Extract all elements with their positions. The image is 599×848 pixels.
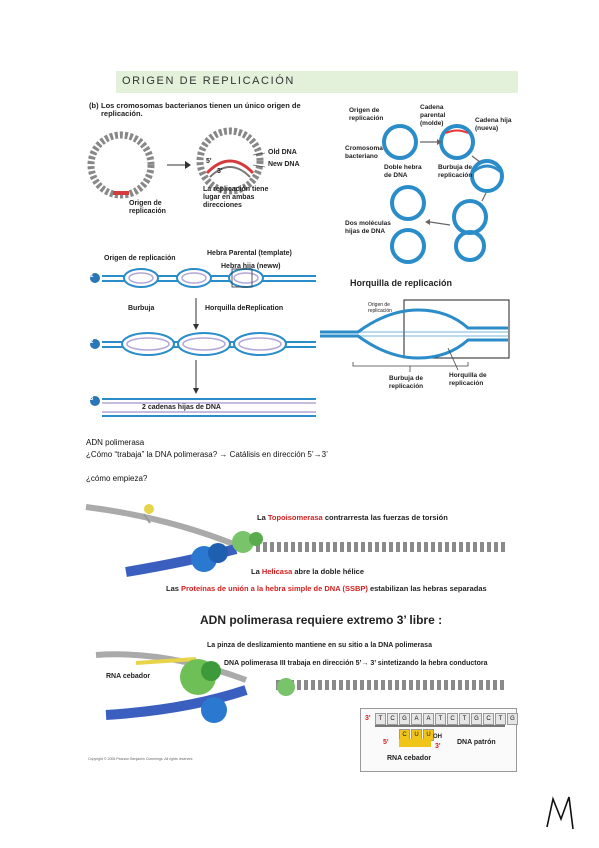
section-header: ORIGEN DE REPLICACIÓN — [116, 71, 518, 93]
base-8: G — [471, 713, 482, 725]
steps-daughter-label: Hebra hija (neww) — [221, 263, 281, 270]
fork-bubble-label: Burbuja de replicación — [388, 375, 424, 390]
topoisomerase-label: La Topoisomerasa contrarresta las fuerza… — [257, 514, 448, 522]
base-9: C — [483, 713, 494, 725]
cycle-two-molecules-label: Dos moléculas hijas de DNA — [345, 220, 391, 235]
cycle-origin-label: Origen de replicación — [349, 107, 384, 122]
step-2-number: 2 — [90, 339, 94, 345]
helicase-name: Helicasa — [261, 567, 293, 576]
new-dna-label: New DNA — [268, 161, 300, 168]
replication-steps-diagram — [90, 268, 316, 417]
helicase-post: abre la doble hélice — [292, 567, 364, 576]
template-backbone — [375, 725, 505, 727]
base-11: G — [507, 713, 518, 725]
topoisomerase-name: Topoisomerasa — [267, 513, 323, 522]
oh-label: OH — [433, 734, 442, 740]
steps-bubble-label: Burbuja — [128, 305, 155, 312]
base-0: T — [375, 713, 386, 725]
seq-bottom-5-end: 5' — [383, 739, 389, 746]
polymerase-diagram — [95, 651, 506, 723]
steps-fork-label: Horquilla deReplication — [205, 305, 284, 312]
fork-origin-label: Origen de replicación — [368, 302, 392, 314]
template-label: DNA patrón — [457, 739, 496, 746]
base-5: T — [435, 713, 446, 725]
circular-chromosome-diagram — [87, 127, 266, 199]
helicase-pre: La — [251, 567, 262, 576]
copyright-notice: Copyright © 2006 Pearson Benjamin Cummin… — [88, 757, 194, 761]
start-question: ¿cómo empieza? — [86, 474, 148, 483]
cycle-daughter-label: Cadena hija (nueva) — [475, 117, 512, 132]
cycle-double-strand-label: Doble hebra de DNA — [384, 164, 422, 179]
step-3-number: 3 — [90, 396, 94, 402]
polymerase-question: ¿Cómo “trabaja” la DNA polimerasa? → Cat… — [86, 450, 328, 459]
three-prime-label: 3' — [217, 168, 223, 175]
seq-bottom-3-end: 3' — [435, 743, 441, 750]
polymerase-figure-title: ADN polimerasa requiere extremo 3’ libre… — [200, 613, 443, 627]
fig-b-bidirectional-label: La replicación tiene lugar en ambas dire… — [203, 186, 269, 209]
base-10: T — [495, 713, 506, 725]
old-dna-label: Old DNA — [268, 149, 297, 156]
polymerase-heading: ADN polimerasa — [86, 438, 145, 447]
primer-label: RNA cebador — [106, 673, 151, 680]
helicase-label: La Helicasa abre la doble hélice — [251, 568, 364, 576]
replication-fork-diagram — [320, 299, 510, 372]
signature-mark — [546, 796, 574, 830]
pol3-label: DNA polimerasa III trabaja en dirección … — [224, 660, 488, 667]
section-title: ORIGEN DE REPLICACIÓN — [122, 75, 295, 87]
fork-fork-label: Horquilla de replicación — [449, 372, 487, 387]
ssbp-pre: Las — [166, 584, 182, 593]
primer-bar — [399, 739, 431, 747]
base-6: C — [447, 713, 458, 725]
topoisomerase-pre: La — [257, 513, 268, 522]
step-1-number: 1 — [90, 273, 94, 279]
steps-parental-label: Hebra Parental (template) — [207, 250, 292, 257]
cycle-bubble-label: Burbuja de replicación — [438, 164, 473, 179]
clamp-label: La pinza de deslizamiento mantiene en su… — [207, 642, 432, 649]
fig-b-label: (b) — [89, 101, 99, 110]
cycle-chromosome-label: Cromosoma bacteriano — [345, 145, 383, 160]
base-3: A — [411, 713, 422, 725]
base-7: T — [459, 713, 470, 725]
fork-title: Horquilla de replicación — [350, 278, 453, 288]
primer2-label: RNA cebador — [387, 755, 432, 762]
five-prime-label: 5' — [206, 158, 212, 165]
ssbp-name: Proteínas de unión a la hebra simple de … — [181, 584, 368, 593]
base-2: G — [399, 713, 410, 725]
ssbp-label: Las Proteínas de unión a la hebra simple… — [166, 585, 487, 593]
steps-result-label: 2 cadenas hijas de DNA — [142, 404, 221, 411]
ssbp-post: estabilizan las hebras separadas — [367, 584, 487, 593]
replication-cycle-diagram — [382, 124, 504, 264]
fig-b-caption: Los cromosomas bacterianos tienen un úni… — [101, 101, 301, 118]
replication-proteins-diagram — [85, 504, 506, 577]
fig-b-origin-label: Origen de replicación — [129, 200, 166, 215]
topoisomerase-post: contrarresta las fuerzas de torsión — [322, 513, 448, 522]
cycle-parental-label: Cadena parental (molde) — [420, 104, 446, 127]
seq-top-3-end: 3' — [365, 715, 371, 722]
base-4: A — [423, 713, 434, 725]
base-1: C — [387, 713, 398, 725]
steps-origin-label: Origen de replicación — [104, 255, 176, 262]
